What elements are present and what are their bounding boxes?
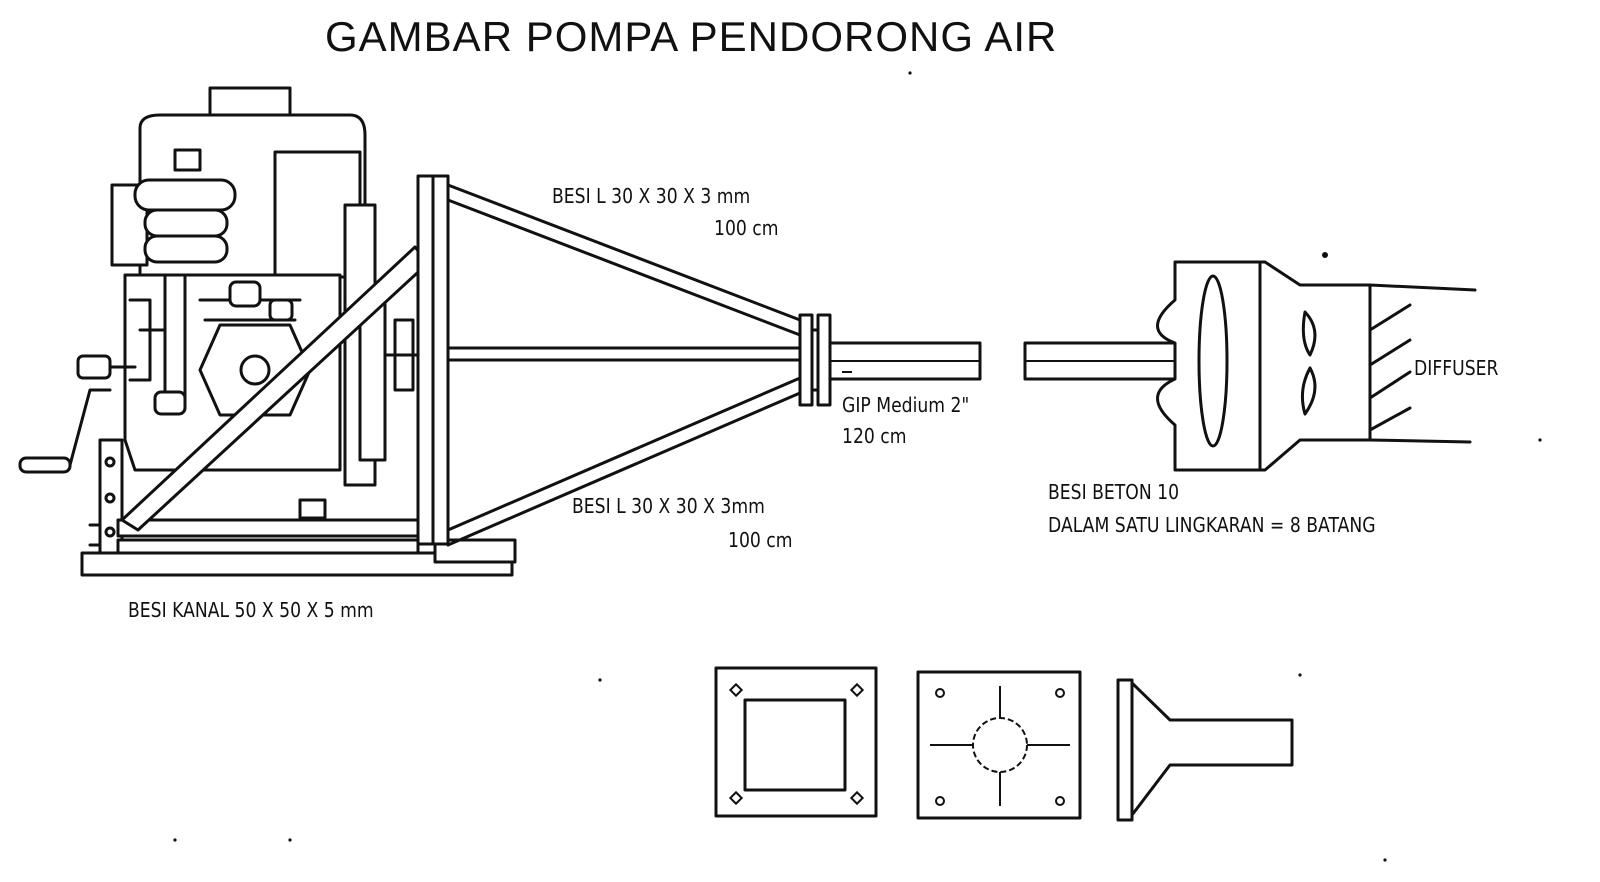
- nozzle-body: [1156, 260, 1372, 472]
- diffuser-top-rail: [1368, 283, 1477, 292]
- detail-plate-round: [916, 670, 1082, 820]
- speck: [173, 838, 177, 842]
- drive-shaft: [446, 346, 805, 362]
- kanal-rail-top: [116, 518, 440, 538]
- gip-spec: GIP Medium 2": [842, 393, 970, 417]
- engine-bolt: [153, 390, 187, 416]
- pump-shaft-hub: [239, 354, 271, 386]
- cylinder-fin: [143, 208, 229, 238]
- engine-foot: [298, 498, 327, 520]
- lingkaran-label: DALAM SATU LINGKARAN = 8 BATANG: [1048, 513, 1376, 537]
- crank-handle-grip: [18, 456, 72, 474]
- cylinder-fin: [143, 234, 229, 264]
- kanal-base-step: [433, 538, 517, 564]
- frame-bolt: [104, 456, 116, 468]
- engine-detail: [128, 298, 152, 382]
- engine-bolt: [228, 280, 262, 308]
- propeller-blade: [1197, 274, 1229, 448]
- bracket-plate: [1116, 678, 1134, 822]
- detail-bracket: [1116, 678, 1294, 822]
- bolt-hole: [728, 682, 744, 698]
- speck: [908, 71, 912, 75]
- kanal-spec: BESI KANAL 50 X 50 X 5 mm: [128, 598, 374, 622]
- bolt-hole: [1055, 688, 1065, 698]
- cylinder-fin: [133, 178, 237, 212]
- speck: [1538, 438, 1542, 442]
- besi-l-top-spec: BESI L 30 X 30 X 3 mm: [552, 184, 751, 208]
- speck: [1298, 673, 1302, 677]
- diffuser-label: DIFFUSER: [1414, 356, 1499, 380]
- engine-bolt: [268, 298, 294, 322]
- bolt-hole: [935, 796, 945, 806]
- besi-l-bottom-length: 100 cm: [728, 528, 793, 552]
- propeller-housing: [1023, 260, 1477, 472]
- diffuser-bottom-rail: [1368, 438, 1472, 444]
- frame-bolt: [104, 526, 116, 538]
- besi-l-lower: [446, 376, 802, 547]
- bolt-hole: [1055, 796, 1065, 806]
- diffuser-vanes: [1368, 303, 1412, 432]
- speck: [288, 838, 292, 842]
- speck: [598, 678, 602, 682]
- scan-specks: [173, 71, 1542, 862]
- speck: [1383, 858, 1387, 862]
- engine-assembly: [18, 86, 387, 520]
- detail-plate-square: [714, 666, 878, 818]
- flange-right: [816, 313, 832, 407]
- base-frame: [80, 174, 517, 577]
- gip-length: 120 cm: [842, 424, 907, 448]
- crank-handle-arm: [68, 388, 112, 467]
- flange-left: [798, 313, 814, 407]
- besi-l-bottom-spec: BESI L 30 X 30 X 3mm: [572, 494, 765, 518]
- bracket-arm: [1130, 681, 1294, 817]
- frame-bolt: [104, 492, 116, 504]
- besi-l-top-length: 100 cm: [714, 216, 779, 240]
- bolt-hole: [728, 790, 744, 806]
- propeller-blade-small: [1300, 310, 1317, 416]
- crank-hub: [76, 354, 112, 380]
- frame-bracket: [88, 523, 102, 547]
- page-title: GAMBAR POMPA PENDORONG AIR: [325, 13, 1058, 60]
- spark-plug: [173, 148, 202, 172]
- speck: [1322, 252, 1328, 258]
- bolt-hole: [849, 790, 865, 806]
- besi-beton-label: BESI BETON 10: [1048, 480, 1180, 504]
- bolt-hole: [935, 688, 945, 698]
- kanal-base: [80, 551, 514, 577]
- bolt-hole: [849, 682, 865, 698]
- flange-plate-opening: [743, 698, 847, 792]
- cone-frame: [446, 183, 982, 547]
